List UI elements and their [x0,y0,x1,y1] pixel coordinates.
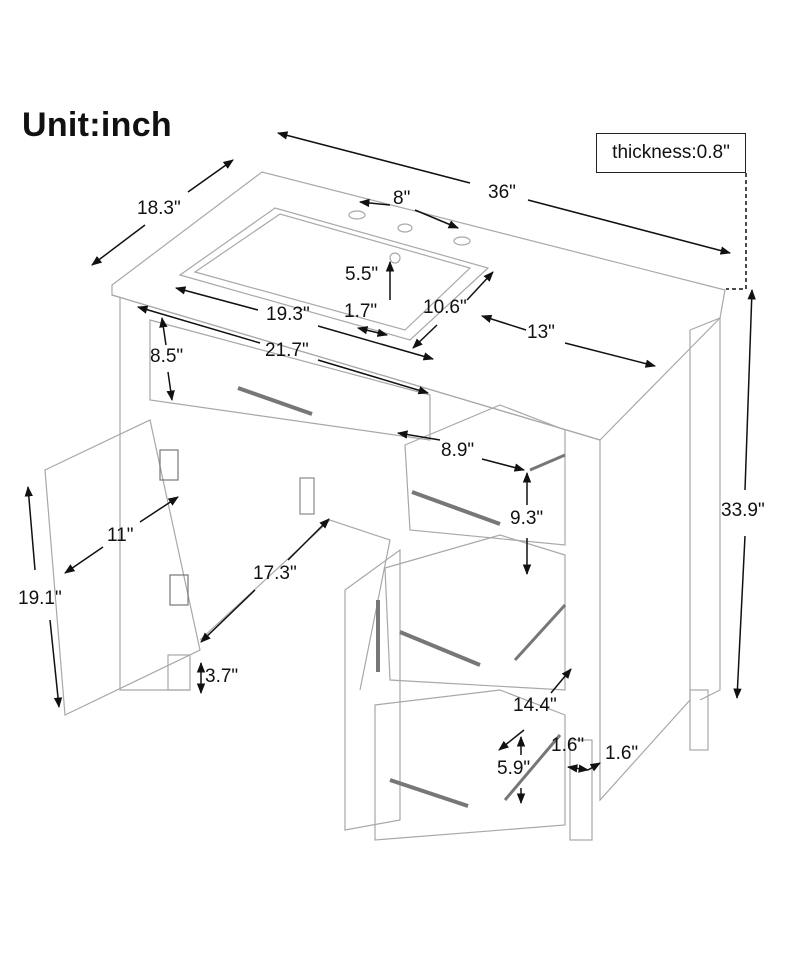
dim-total-height: 33.9" [721,500,765,521]
dim-faucet-spread: 8" [393,188,411,209]
dim-drain-offset: 1.7" [344,301,378,322]
dim-leg-width: 1.6" [551,735,585,756]
dim-small-drawer-width: 8.9" [441,440,475,461]
dimension-lines [24,131,756,805]
dim-drawer-depth: 14.4" [513,695,557,716]
vanity-sketch [44,171,726,841]
thickness-label-box: thickness:0.8" [596,133,746,173]
dim-basin-front-back: 10.6" [423,297,467,318]
dim-top-drawer-height: 8.5" [150,346,184,367]
dim-leg-depth: 1.6" [605,743,639,764]
dim-top-depth: 18.3" [137,198,181,219]
dim-door-height: 19.1" [18,588,62,609]
dim-top-width: 36" [488,182,516,203]
dim-basin-depth: 5.5" [345,264,379,285]
dim-small-drawer-height: 9.3" [510,508,544,529]
unit-title: Unit:inch [22,106,173,144]
dim-cabinet-depth: 17.3" [253,563,297,584]
dim-door-width: 11" [107,525,134,546]
dim-bottom-drawer-height: 5.9" [497,758,531,779]
dim-toe-kick: 3.7" [205,666,239,687]
dim-right-deck: 13" [527,322,555,343]
thickness-label: thickness:0.8" [612,142,730,163]
dim-basin-width: 19.3" [266,304,310,325]
dim-top-drawer-width: 21.7" [265,340,309,361]
